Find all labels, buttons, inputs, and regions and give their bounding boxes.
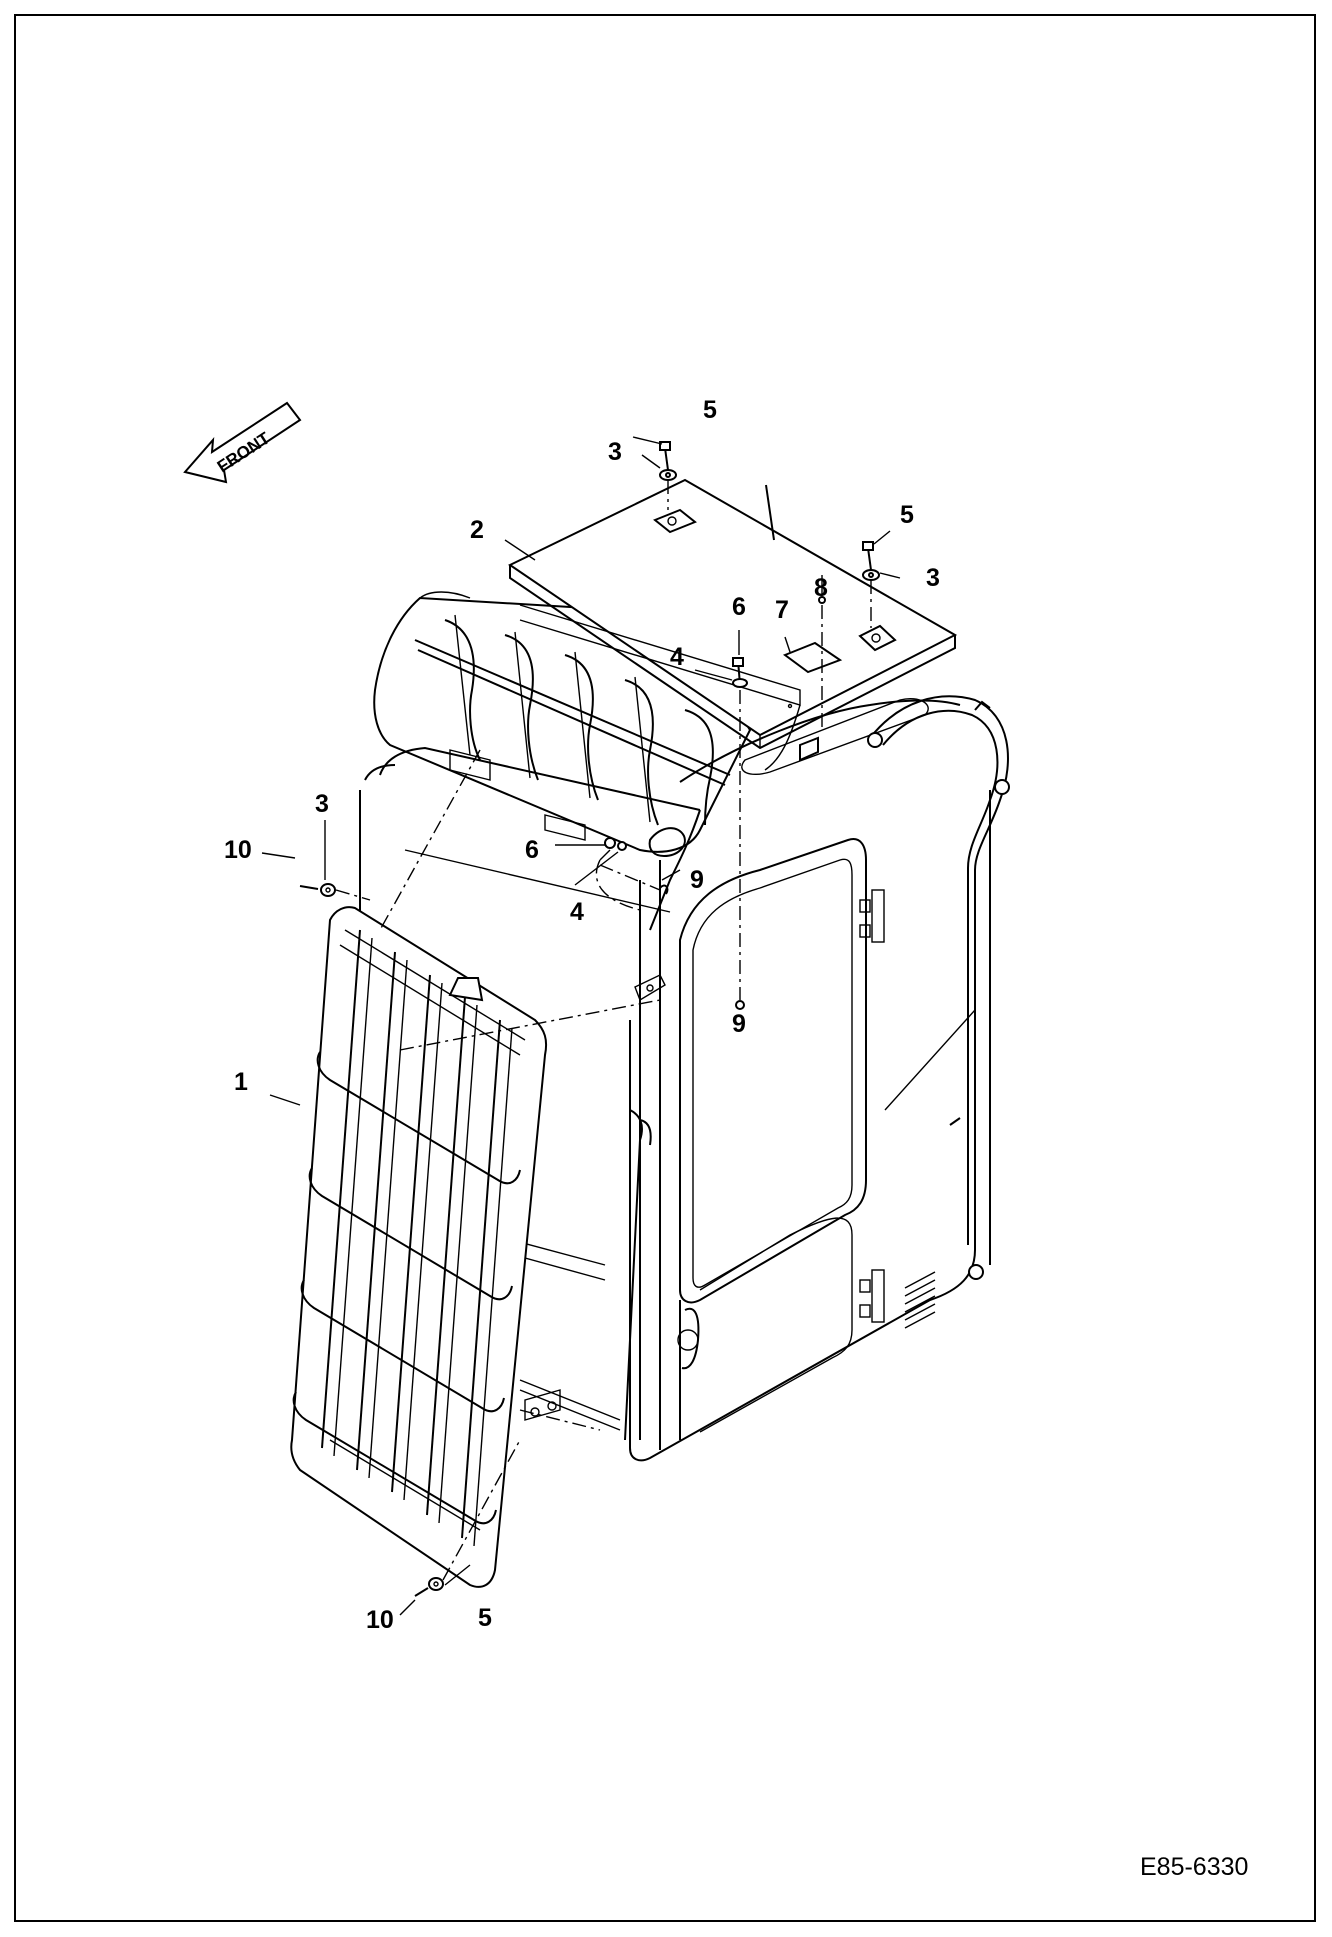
callout-labels: 1 2 3 3 3 4 4 5 5 5 6 6 7 8 9 9 10 10 [224,396,940,1634]
assembly-lines [335,480,872,1581]
callout-5-top: 5 [703,396,717,424]
cab-body [359,695,1010,1462]
callout-3-top: 3 [608,438,622,466]
front-guard [290,906,548,1588]
callout-4-lower: 4 [570,898,584,926]
roof-guard [373,591,752,853]
callout-9-lower: 9 [732,1010,746,1038]
callout-10-lower: 10 [366,1606,394,1634]
callout-3-right: 3 [926,564,940,592]
callout-6-lower: 6 [525,836,539,864]
drawing-code: E85-6330 [1140,1853,1248,1881]
callout-1: 1 [234,1068,248,1096]
drawing-frame [14,14,1316,1922]
callout-9-upper: 9 [690,866,704,894]
callout-8: 8 [814,574,828,602]
callout-5-right: 5 [900,501,914,529]
callout-2: 2 [470,516,484,544]
callout-4-upper: 4 [670,643,684,671]
front-arrow-icon: FRONT [183,401,302,484]
callout-10-upper: 10 [224,836,252,864]
leader-lines [261,436,901,1616]
callout-6-upper: 6 [732,593,746,621]
callout-3-left: 3 [315,790,329,818]
callout-7: 7 [775,596,789,624]
callout-5-bottom: 5 [478,1604,492,1632]
roof-plate [508,478,958,771]
